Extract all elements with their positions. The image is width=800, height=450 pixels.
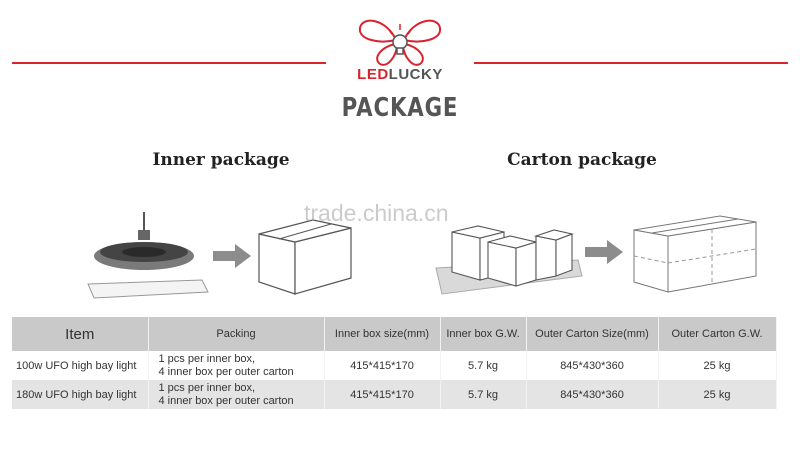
cell-inner-size: 415*415*170 (324, 380, 441, 409)
four-boxes-illustration (435, 225, 583, 295)
cell-outer-gw: 25 kg (658, 380, 777, 409)
outer-carton-illustration (633, 215, 757, 293)
ufo-lamp-illustration (87, 212, 209, 299)
cell-outer-size: 845*430*360 (526, 351, 659, 380)
brand-wordmark: LEDLUCKY (330, 66, 470, 83)
col-header-outer-size: Outer Carton Size(mm) (526, 317, 659, 351)
packing-line: 4 inner box per outer carton (158, 394, 294, 407)
cell-outer-gw: 25 kg (658, 351, 777, 380)
arrow-right-icon (213, 244, 251, 268)
inner-package-title: Inner package (152, 150, 290, 170)
col-header-inner-size: Inner box size(mm) (324, 317, 441, 351)
header-line-right (474, 62, 788, 64)
packing-line: 1 pcs per inner box, (158, 381, 256, 394)
cell-packing: 1 pcs per inner box, 4 inner box per out… (148, 351, 325, 380)
watermark-text: trade.china.cn (304, 200, 449, 226)
table-row: 100w UFO high bay light 1 pcs per inner … (12, 351, 777, 380)
cell-packing: 1 pcs per inner box, 4 inner box per out… (148, 380, 325, 409)
col-header-outer-gw: Outer Carton G.W. (658, 317, 777, 351)
cell-item: 180w UFO high bay light (12, 380, 149, 409)
package-specs-table: Item Packing Inner box size(mm) Inner bo… (12, 317, 777, 409)
cell-inner-gw: 5.7 kg (440, 380, 527, 409)
table-row: 180w UFO high bay light 1 pcs per inner … (12, 380, 777, 409)
packing-line: 4 inner box per outer carton (158, 365, 294, 378)
inner-box-illustration (258, 219, 352, 295)
header-line-left (12, 62, 326, 64)
table-header-row: Item Packing Inner box size(mm) Inner bo… (12, 317, 777, 351)
col-header-packing: Packing (148, 317, 325, 351)
cell-inner-gw: 5.7 kg (440, 351, 527, 380)
arrow-right-icon (585, 240, 623, 264)
cell-inner-size: 415*415*170 (324, 351, 441, 380)
cell-item: 100w UFO high bay light (12, 351, 149, 380)
col-header-inner-gw: Inner box G.W. (440, 317, 527, 351)
carton-package-title: Carton package (507, 150, 657, 170)
butterfly-bulb-logo-icon (358, 19, 442, 66)
cell-outer-size: 845*430*360 (526, 380, 659, 409)
col-header-item: Item (12, 317, 149, 351)
brand-lucky: LUCKY (388, 66, 443, 83)
page-title: PACKAGE (341, 93, 459, 123)
packing-line: 1 pcs per inner box, (158, 352, 256, 365)
brand-led: LED (357, 66, 389, 83)
